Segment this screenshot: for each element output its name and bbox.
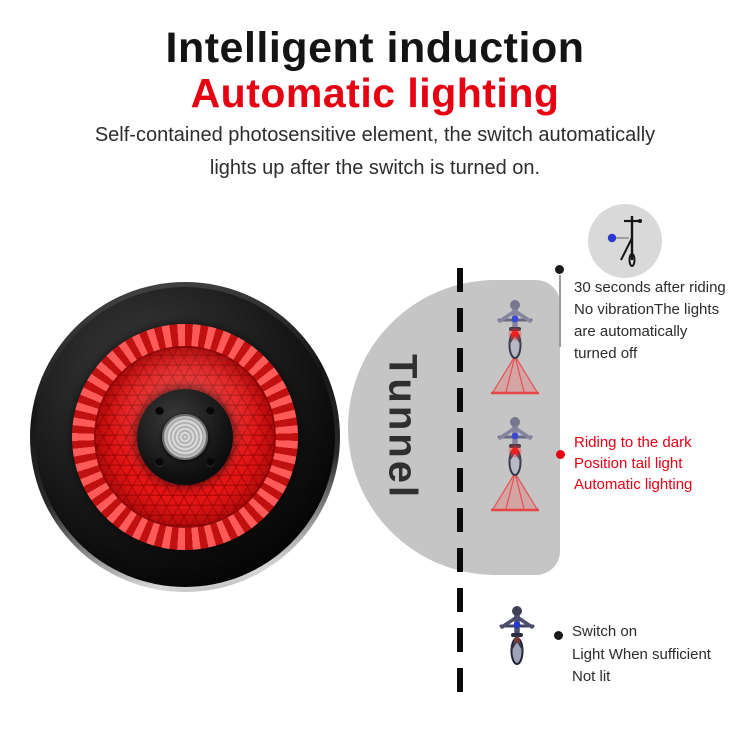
annotation-auto-off: 30 seconds after riding No vibrationThe … bbox=[574, 277, 726, 365]
annotation-connector-line bbox=[559, 275, 561, 347]
annotation-dot-black bbox=[554, 631, 563, 640]
road-center-dashed-line bbox=[457, 268, 463, 693]
annotation-line: Switch on bbox=[572, 623, 638, 640]
screw-icon bbox=[206, 458, 215, 467]
annotation-auto-lighting: Riding to the dark Position tail light A… bbox=[574, 432, 692, 495]
cyclist-rear-no-beam-icon bbox=[487, 602, 547, 673]
cyclist-rear-with-red-beam-icon bbox=[485, 415, 545, 520]
page-title: Intelligent induction bbox=[165, 24, 585, 72]
annotation-line: 30 seconds after riding bbox=[574, 279, 726, 296]
page-description: Self-contained photosensitive element, t… bbox=[0, 119, 750, 185]
annotation-dot-red bbox=[556, 450, 565, 459]
parked-bike-in-circle-icon bbox=[588, 204, 662, 278]
screw-icon bbox=[155, 407, 164, 416]
annotation-not-lit: Switch on Light When sufficient Not lit bbox=[572, 621, 711, 689]
cyclist-rear-with-red-beam-icon bbox=[485, 298, 545, 403]
annotation-line: No vibrationThe lights bbox=[574, 301, 720, 318]
annotation-line: Riding to the dark bbox=[574, 434, 692, 451]
tunnel-label: Tunnel bbox=[380, 353, 425, 501]
page-subtitle: Automatic lighting bbox=[190, 70, 560, 116]
annotation-line: Position tail light bbox=[574, 455, 683, 472]
screw-icon bbox=[206, 407, 215, 416]
annotation-line: Light When sufficient bbox=[572, 645, 711, 663]
annotation-line: turned off bbox=[574, 345, 638, 362]
tail-light-metal-button bbox=[162, 414, 208, 460]
annotation-line: Automatic lighting bbox=[574, 476, 693, 493]
annotation-dot-black bbox=[555, 265, 564, 274]
screw-icon bbox=[155, 458, 164, 467]
description-line-1: Self-contained photosensitive element, t… bbox=[94, 124, 656, 146]
annotation-line: are automatically bbox=[574, 323, 688, 340]
description-line-2: lights up after the switch is turned on. bbox=[209, 157, 541, 179]
tail-light-product-image bbox=[30, 282, 340, 592]
annotation-line: Not lit bbox=[572, 668, 611, 685]
